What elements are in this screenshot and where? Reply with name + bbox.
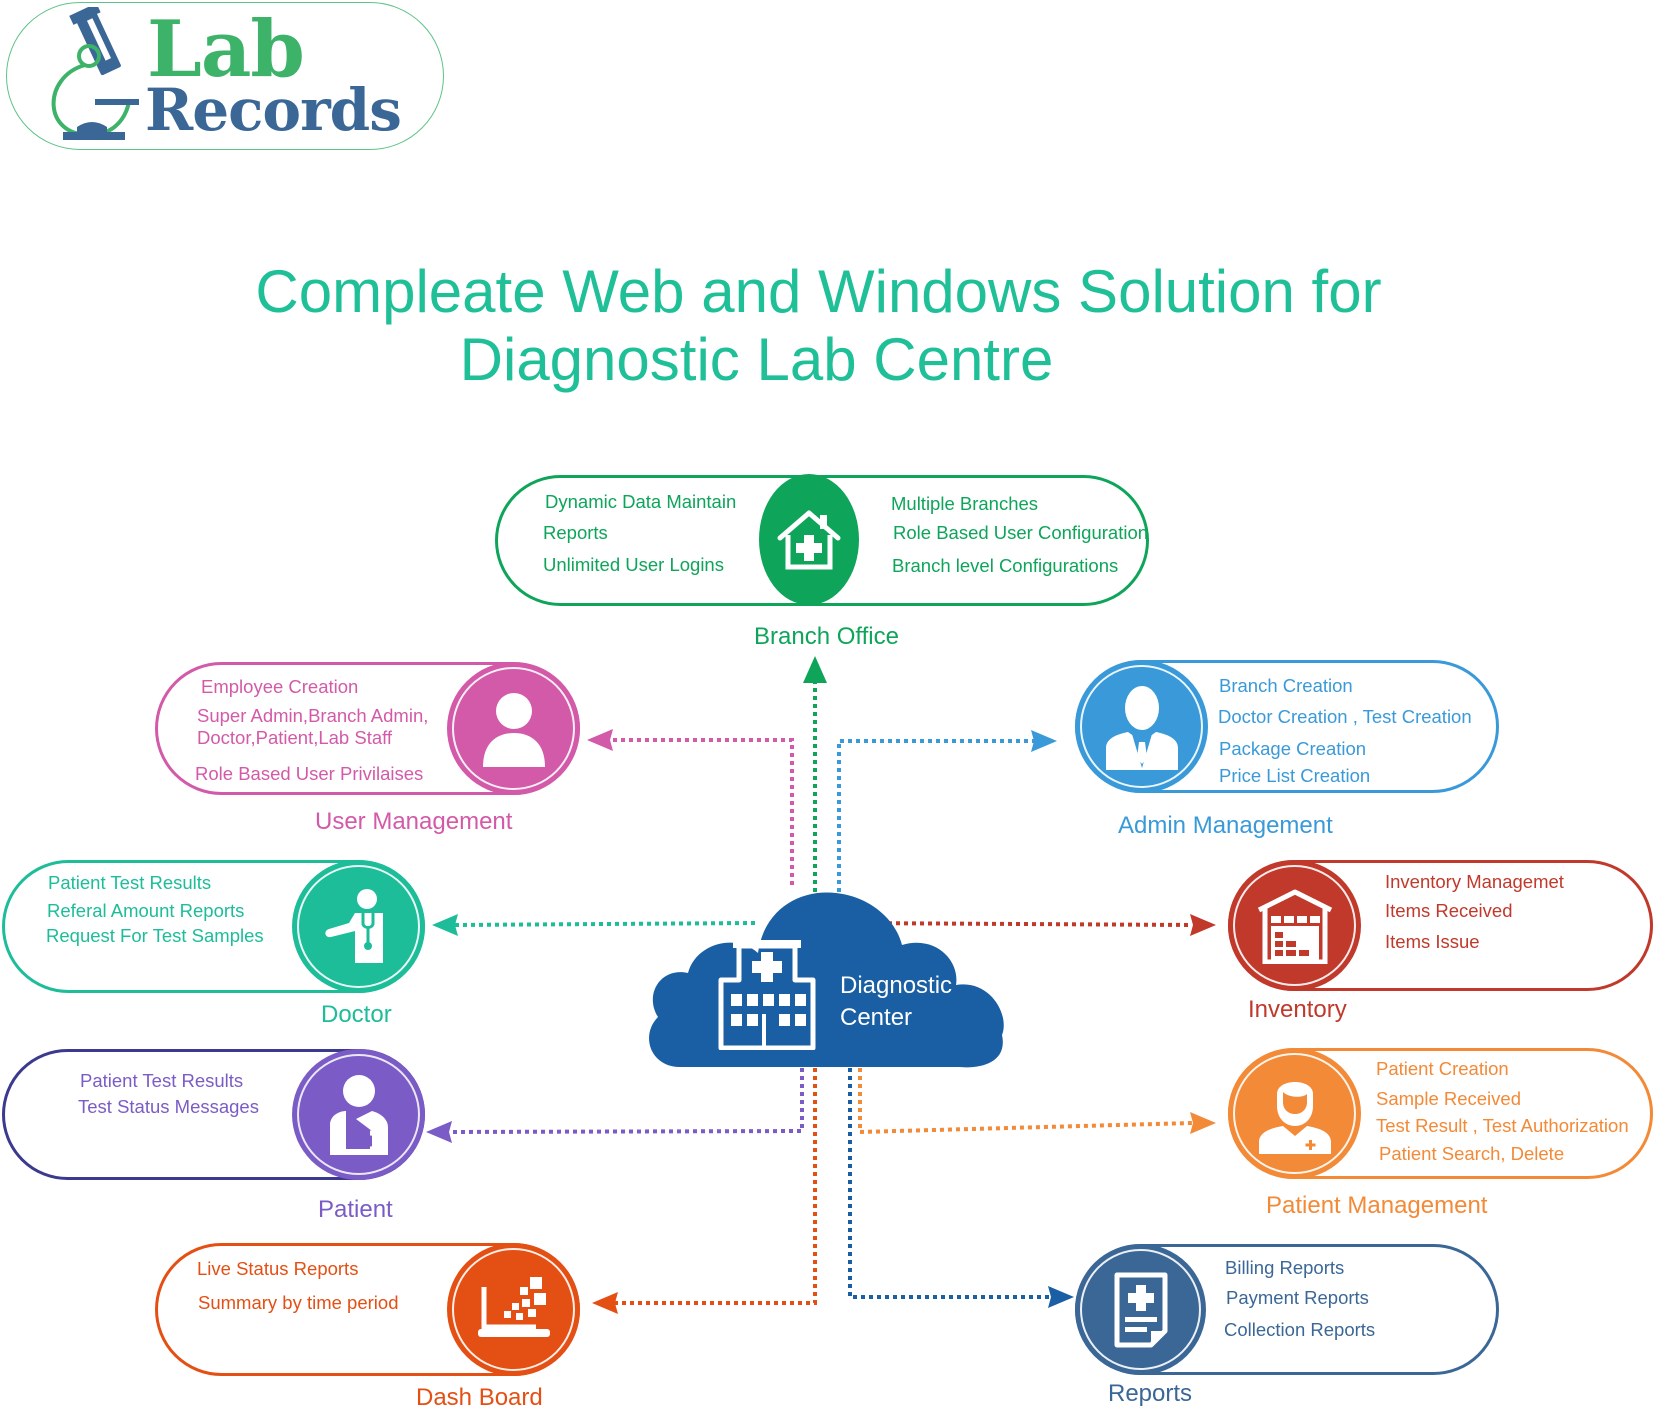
inventory-label: Inventory [1248, 996, 1347, 1023]
patient-management-label: Patient Management [1266, 1192, 1488, 1219]
connector-user-management [610, 738, 794, 885]
diagnostic-center-line1: Diagnostic [840, 972, 953, 999]
inventory-item: Items Received [1385, 900, 1513, 921]
microscope-icon [51, 7, 139, 140]
reports-item: Billing Reports [1225, 1257, 1345, 1278]
dash-board-item: Live Status Reports [197, 1258, 359, 1279]
doctor-icon-circle [292, 860, 425, 993]
patient-item: Test Status Messages [78, 1096, 259, 1117]
inventory-item: Items Issue [1385, 931, 1480, 952]
admin-management-item: Package Creation [1219, 738, 1367, 759]
lab-records-logo: Lab Records [6, 2, 444, 150]
reports-item: Payment Reports [1226, 1287, 1369, 1308]
logo-text-records: Records [145, 76, 402, 144]
user-management-item: Employee Creation [201, 676, 359, 697]
patient-management-item: Sample Received [1376, 1088, 1521, 1109]
house-medical-icon [777, 510, 841, 569]
dash-board-item: Summary by time period [198, 1292, 399, 1313]
arrowhead-patient [426, 1121, 452, 1143]
admin-management-item: Doctor Creation , Test Creation [1218, 706, 1472, 727]
patient-management-icon-circle [1228, 1048, 1361, 1179]
connector-doctor [454, 921, 756, 927]
inventory-item: Inventory Managemet [1385, 871, 1564, 892]
patient-item: Patient Test Results [80, 1070, 244, 1091]
branch-office-label: Branch Office [754, 623, 899, 650]
arrowhead-branch-office [803, 656, 827, 683]
connector-patient-management [858, 1068, 1193, 1135]
patient-icon-circle [292, 1049, 425, 1180]
patient-label: Patient [318, 1196, 393, 1223]
connector-admin-management [837, 739, 1035, 900]
diagnostic-center-label: Diagnostic Center [840, 970, 952, 1035]
diagnostic-center-cloud [649, 892, 1004, 1068]
doctor-item: Referal Amount Reports [47, 900, 245, 921]
user-management-icon-circle [447, 662, 580, 795]
page-title-line1: Compleate Web and Windows Solution for [255, 258, 1382, 325]
admin-management-item: Price List Creation [1219, 765, 1371, 786]
arrowhead-doctor [432, 914, 458, 936]
arrowhead-user-management [587, 729, 613, 751]
connector-dash-board [615, 1060, 817, 1305]
connector-reports [848, 1068, 1050, 1299]
branch-office-icon-circle [759, 474, 859, 605]
branch-office-item: Reports [543, 522, 608, 543]
patient-management-item: Patient Search, Delete [1379, 1143, 1565, 1164]
user-management-item: Role Based User Privilaises [195, 763, 424, 784]
user-management-label: User Management [315, 808, 513, 835]
patient-management-item: Test Result , Test Authorization [1376, 1115, 1629, 1136]
arrowhead-admin-management [1031, 730, 1057, 752]
reports-item: Collection Reports [1224, 1319, 1376, 1340]
admin-management-icon-circle [1075, 660, 1208, 793]
branch-office-item: Unlimited User Logins [543, 554, 724, 575]
doctor-item: Patient Test Results [48, 872, 212, 893]
doctor-item: Request For Test Samples [46, 925, 264, 946]
branch-office-item: Role Based User Configuration [893, 522, 1149, 543]
connector-inventory [847, 921, 1193, 927]
reports-icon-circle [1075, 1244, 1206, 1375]
branch-office-item: Branch level Configurations [892, 555, 1119, 576]
arrowhead-patient-management [1190, 1112, 1216, 1134]
user-management-item: Super Admin,Branch Admin, [197, 705, 429, 726]
arrowhead-inventory [1190, 914, 1216, 936]
reports-label: Reports [1108, 1380, 1193, 1407]
connector-patient [449, 1068, 804, 1134]
admin-management-item: Branch Creation [1219, 675, 1353, 696]
admin-management-label: Admin Management [1118, 812, 1333, 839]
patient-management-item: Patient Creation [1376, 1058, 1509, 1079]
inventory-icon-circle [1228, 860, 1361, 991]
diagnostic-center-line2: Center [840, 1004, 913, 1032]
branch-office-item: Dynamic Data Maintain [545, 491, 737, 512]
user-management-item: Doctor,Patient,Lab Staff [197, 727, 393, 748]
doctor-label: Doctor [321, 1001, 392, 1028]
arrowhead-dash-board [592, 1292, 618, 1314]
page-title-line2: Diagnostic Lab Centre [459, 326, 1054, 393]
dash-board-label: Dash Board [416, 1384, 543, 1411]
dash-board-icon-circle [447, 1243, 580, 1376]
branch-office-item: Multiple Branches [891, 493, 1039, 514]
arrowhead-reports [1048, 1286, 1074, 1308]
hospital-building-icon [718, 940, 816, 1050]
logo-text-lab: Lab [147, 4, 305, 95]
